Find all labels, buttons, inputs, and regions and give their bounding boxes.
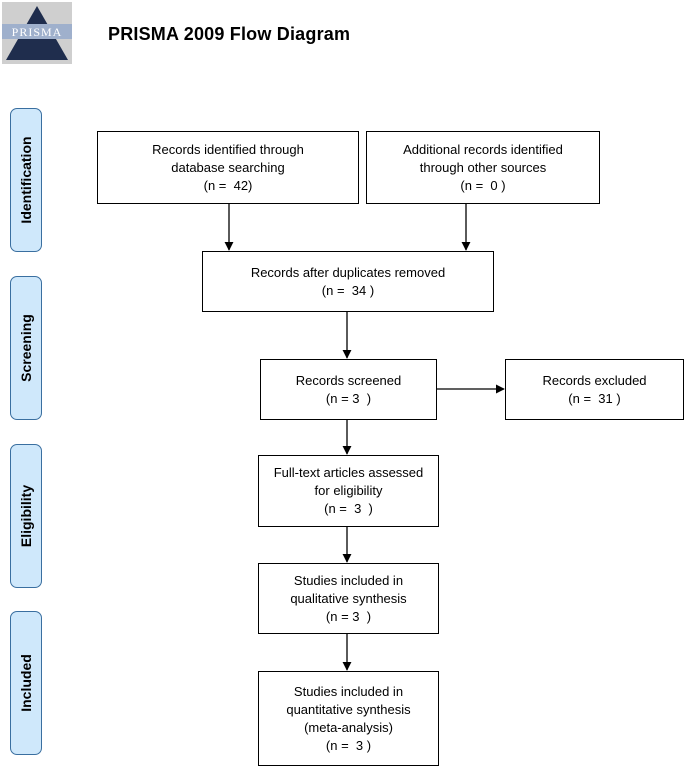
page-title: PRISMA 2009 Flow Diagram <box>108 24 351 44</box>
box-qualitative-line1: Studies included in <box>293 572 404 588</box>
box-fulltext-line1: Full-text articles assessed <box>273 465 424 480</box>
box-excluded-count: (n = 31 ) <box>568 390 621 406</box>
box-quantitative-synthesis: Studies included in quantitative synthes… <box>258 671 439 766</box>
box-quantitative-line1: Studies included in <box>293 683 404 699</box>
stage-identification: Identification <box>10 108 42 252</box>
box-quantitative-count: (n = 3 ) <box>325 737 372 753</box>
prisma-logo: PRISMA <box>2 2 72 64</box>
box-other-line2: through other sources <box>419 159 547 175</box>
box-quantitative-line2: quantitative synthesis <box>286 701 411 717</box>
stage-eligibility: Eligibility <box>10 444 42 588</box>
box-excluded-line1: Records excluded <box>542 372 647 388</box>
box-dedup-line1: Records after duplicates removed <box>250 264 446 280</box>
box-database-line2: database searching <box>171 159 285 175</box>
box-database-records: Records identified through database sear… <box>97 131 359 204</box>
stage-included: Included <box>10 611 42 755</box>
box-records-screened: Records screened (n = 3 ) <box>260 359 437 420</box>
stage-screening: Screening <box>10 276 42 420</box>
box-quantitative-line3: (meta-analysis) <box>304 719 393 735</box>
box-database-line1: Records identified through <box>152 141 304 157</box>
box-other-count: (n = 0 ) <box>460 177 506 193</box>
box-fulltext-assessed: Full-text articles assessed for eligibil… <box>258 455 439 527</box>
box-fulltext-count: (n = 3 ) <box>324 501 373 516</box>
box-records-excluded: Records excluded (n = 31 ) <box>505 359 684 420</box>
box-other-line1: Additional records identified <box>403 141 563 157</box>
box-database-count: (n = 42) <box>203 177 253 193</box>
box-qualitative-line2: qualitative synthesis <box>290 590 407 606</box>
box-fulltext-line2: for eligibility <box>314 483 383 498</box>
box-qualitative-synthesis: Studies included in qualitative synthesi… <box>258 563 439 634</box>
box-screened-line1: Records screened <box>295 372 402 388</box>
box-qualitative-count: (n = 3 ) <box>325 608 372 624</box>
box-other-sources: Additional records identified through ot… <box>366 131 600 204</box>
box-screened-count: (n = 3 ) <box>325 390 372 406</box>
box-dedup-count: (n = 34 ) <box>321 282 375 298</box>
box-after-duplicates: Records after duplicates removed (n = 34… <box>202 251 494 312</box>
logo-text: PRISMA <box>12 25 63 39</box>
